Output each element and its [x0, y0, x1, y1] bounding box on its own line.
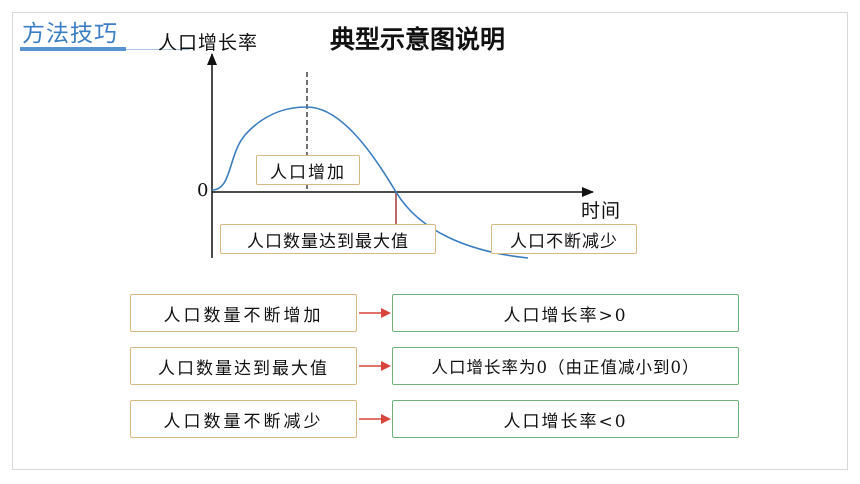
condition-box-increasing: 人口数量不断增加 — [130, 294, 357, 332]
annotation-decrease: 人口不断减少 — [491, 224, 637, 254]
result-box-zero: 人口增长率为0（由正值减小到0） — [392, 347, 739, 385]
annotation-maximum: 人口数量达到最大值 — [220, 224, 436, 254]
arrow-icon — [359, 361, 391, 371]
result-box-positive: 人口增长率>0 — [392, 294, 739, 332]
growth-rate-curve — [211, 106, 529, 259]
arrow-icon — [359, 414, 391, 424]
section-tag-divider — [126, 49, 190, 50]
condition-box-maximum: 人口数量达到最大值 — [130, 347, 357, 385]
section-tag-underline — [20, 47, 126, 51]
y-axis-label: 人口增长率 — [158, 32, 259, 54]
arrow-icon — [359, 308, 391, 318]
origin-label: 0 — [197, 180, 209, 201]
annotation-increase: 人口增加 — [256, 155, 360, 185]
condition-box-decreasing: 人口数量不断减少 — [130, 400, 357, 438]
slide-title: 典型示意图说明 — [330, 25, 506, 54]
slide-frame — [12, 12, 848, 470]
section-tag: 方法技巧 — [22, 21, 118, 47]
result-box-negative: 人口增长率<0 — [392, 400, 739, 438]
x-axis-label: 时间 — [581, 200, 622, 222]
